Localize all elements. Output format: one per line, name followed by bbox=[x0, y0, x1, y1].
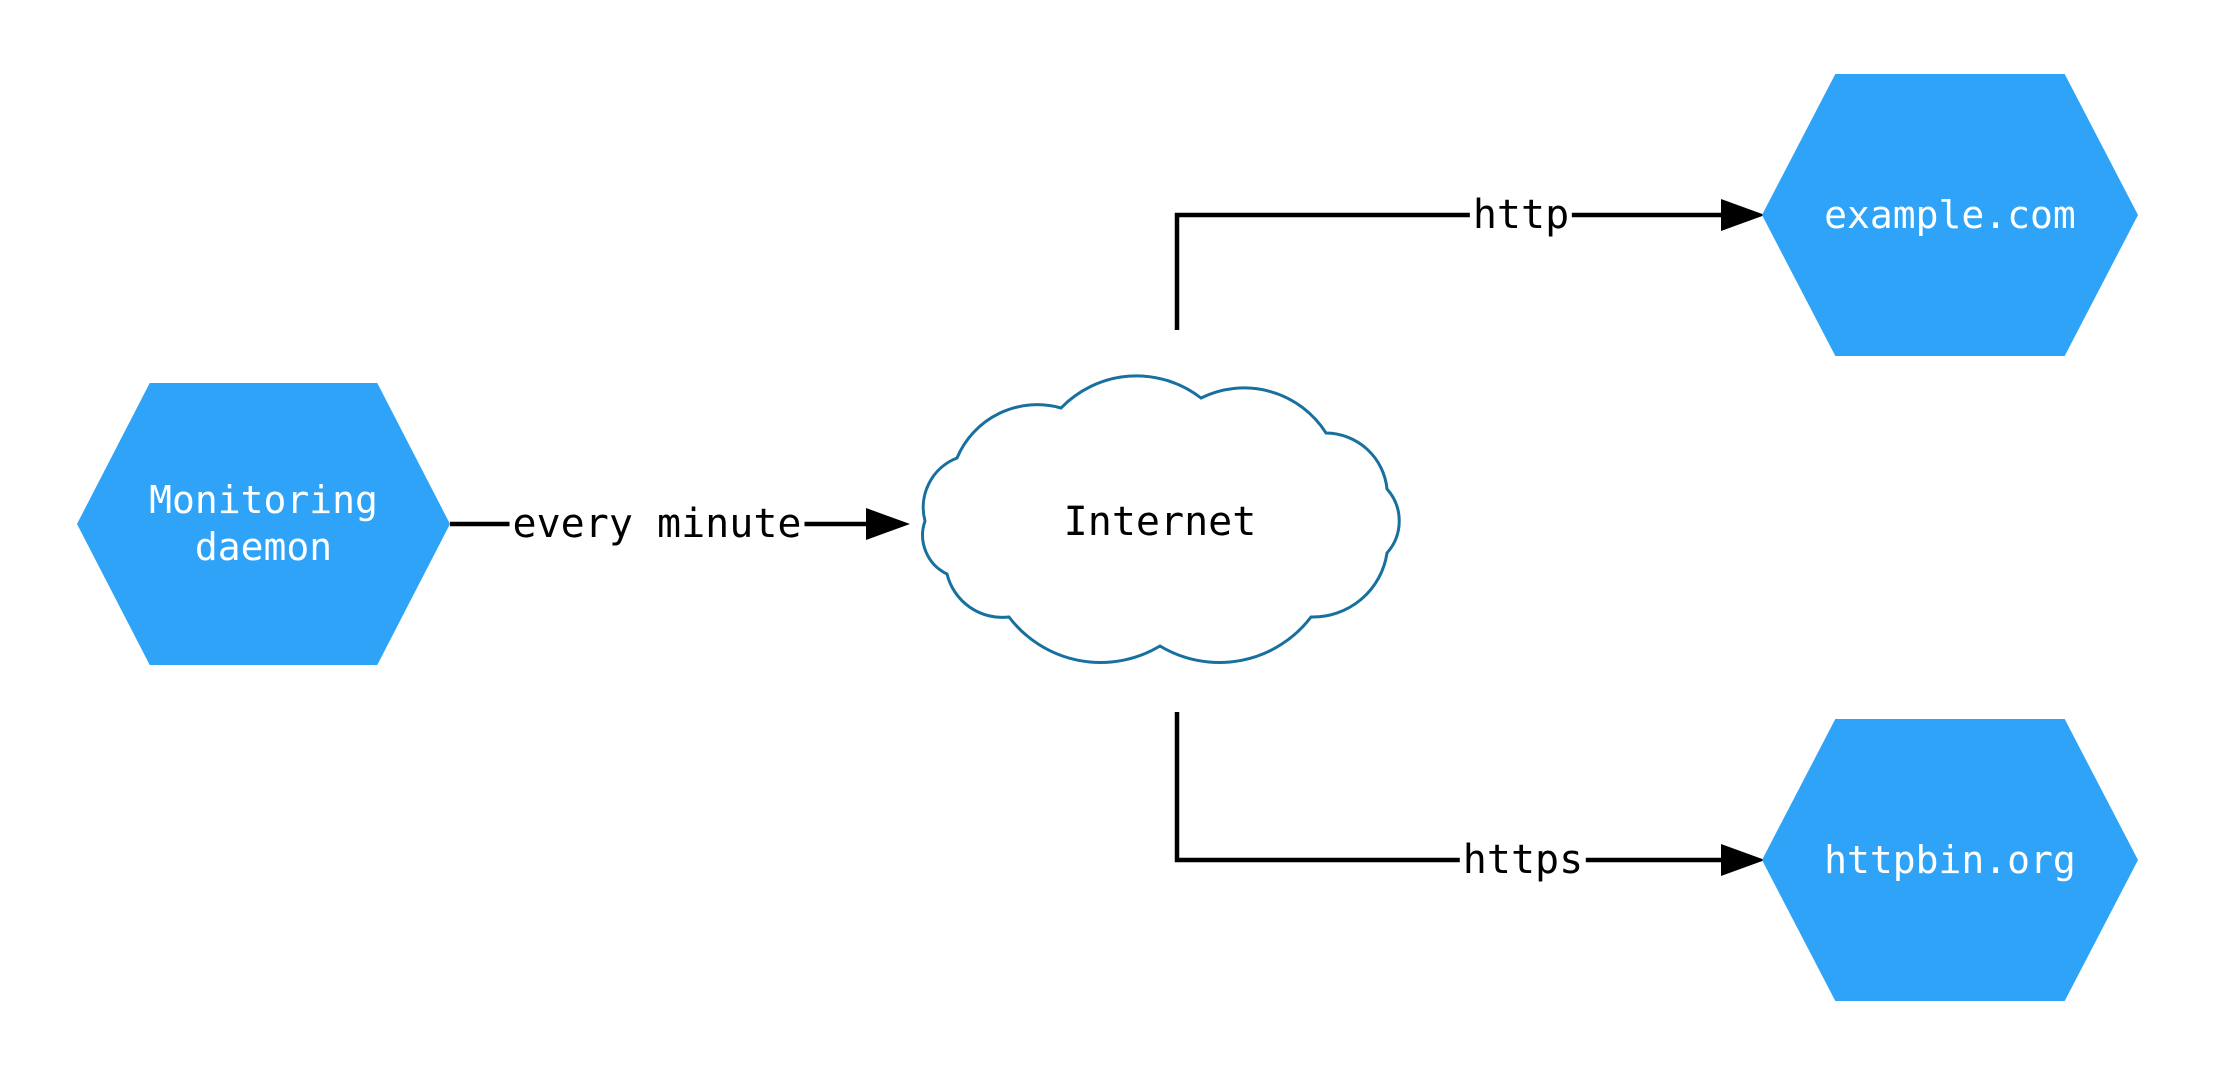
edge-internet-example-line bbox=[1174, 212, 1725, 330]
node-httpbin-org-label: httpbin.org bbox=[1824, 837, 2076, 882]
edge-internet-example-arrowhead bbox=[1721, 199, 1765, 231]
edge-internet-httpbin-arrowhead bbox=[1721, 844, 1765, 876]
node-monitoring-daemon-label-line1: Monitoring bbox=[149, 478, 378, 522]
edge-label-every-minute: every minute bbox=[509, 502, 805, 546]
edge-label-https: https bbox=[1459, 838, 1587, 882]
edge-monitoring-internet-arrowhead bbox=[866, 508, 910, 540]
edge-label-http: http bbox=[1469, 193, 1573, 237]
node-example-com-label: example.com bbox=[1824, 192, 2076, 237]
edge-internet-httpbin-line bbox=[1174, 712, 1725, 863]
node-example-com: example.com bbox=[1762, 74, 2138, 356]
node-monitoring-daemon: Monitoring daemon bbox=[77, 383, 450, 665]
node-monitoring-daemon-label-line2: daemon bbox=[194, 525, 333, 569]
internet-cloud-shape bbox=[921, 374, 1401, 665]
node-internet-label: Internet bbox=[1063, 499, 1257, 545]
node-httpbin-org: httpbin.org bbox=[1762, 719, 2138, 1001]
